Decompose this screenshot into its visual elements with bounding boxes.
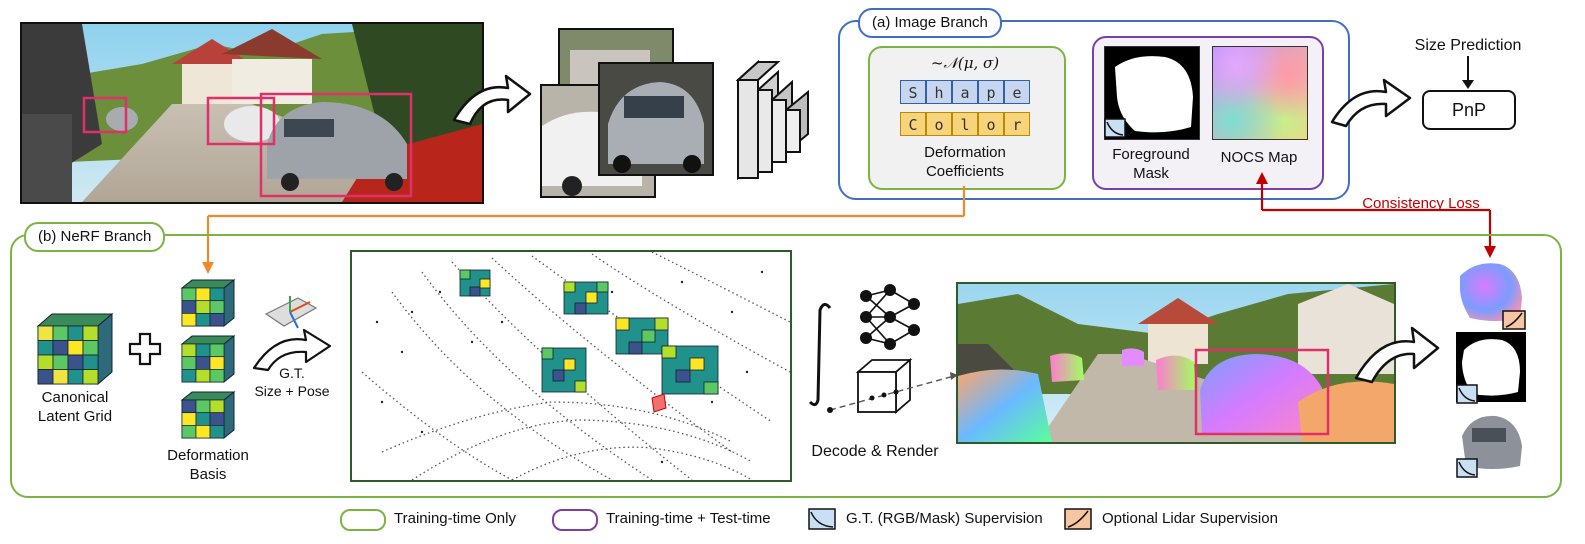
gt-supervision-icon — [1456, 458, 1478, 478]
deformation-basis-cube-icon — [180, 278, 236, 328]
image-branch-label: (a) Image Branch — [858, 8, 1002, 38]
gt-supervision-icon — [1456, 384, 1478, 404]
pnp-box: PnP — [1422, 90, 1516, 130]
down-arrow-icon — [1462, 56, 1474, 89]
supervision-nocs-thumbnail — [1456, 258, 1526, 328]
canonical-label-2: Latent Grid — [37, 408, 113, 425]
deformation-basis-label-1: Deformation — [167, 447, 249, 464]
supervision-rgb-thumbnail — [1456, 406, 1526, 474]
consistency-loss-label: Consistency Loss — [1362, 195, 1480, 212]
decode-render-label: Decode & Render — [811, 443, 939, 460]
color-token: o — [926, 112, 952, 136]
curved-arrow-icon — [1330, 78, 1412, 128]
color-token: o — [978, 112, 1004, 136]
volume-rendering-icon — [827, 358, 958, 414]
legend-swatch-green — [340, 509, 386, 531]
gt-label-2: Size + Pose — [254, 383, 330, 399]
foreground-label-1: Foreground — [1112, 146, 1190, 163]
legend-training-test: Training-time + Test-time — [606, 510, 771, 527]
nocs-map-image — [1212, 46, 1308, 140]
deformation-basis-cube-icon — [180, 390, 236, 440]
deformation-coefficients-label-1: Deformation — [924, 144, 1006, 161]
legend-swatch-purple — [552, 509, 598, 531]
nerf-branch-label: (b) NeRF Branch — [24, 222, 166, 252]
size-prediction-label: Size Prediction — [1414, 37, 1522, 54]
gt-supervision-icon — [808, 508, 836, 530]
plus-icon — [128, 332, 162, 366]
curved-arrow-icon — [1354, 326, 1440, 384]
gt-supervision-icon — [1104, 118, 1126, 138]
deformation-basis-label-2: Basis — [189, 466, 227, 483]
legend-gt-supervision: G.T. (RGB/Mask) Supervision — [846, 510, 1043, 527]
car-crop-3 — [598, 62, 714, 176]
foreground-label-2: Mask — [1133, 165, 1169, 182]
integral-icon — [808, 303, 832, 407]
shape-token: p — [978, 80, 1004, 104]
shape-token: S — [900, 80, 926, 104]
lidar-supervision-icon — [1502, 310, 1526, 330]
shape-token: h — [926, 80, 952, 104]
legend-training-only: Training-time Only — [394, 510, 516, 527]
color-tokens: C o l o r — [900, 112, 1030, 136]
pose-axes-icon — [264, 296, 318, 329]
canonical-latent-grid-icon — [36, 312, 114, 386]
curved-arrow-icon — [252, 328, 332, 372]
distribution-label: ~𝒩(μ, σ) — [930, 54, 1000, 72]
nocs-map-label: NOCS Map — [1220, 149, 1298, 166]
gt-label-1: G.T. — [279, 365, 305, 381]
consistency-loss-arrow — [1256, 172, 1496, 258]
color-token: C — [900, 112, 926, 136]
legend: Training-time Only Training-time + Test-… — [330, 506, 1330, 532]
curved-arrow-icon — [452, 74, 532, 126]
cnn-encoder-icon — [736, 59, 809, 181]
color-token: r — [1004, 112, 1030, 136]
shape-tokens: S h a p e — [900, 80, 1030, 104]
coefficients-to-basis-arrow — [202, 186, 966, 274]
canonical-label-1: Canonical — [41, 389, 109, 406]
lidar-supervision-icon — [1064, 508, 1092, 530]
rendered-nocs-scene — [956, 282, 1396, 444]
nerf-branch-box — [10, 234, 1562, 498]
color-token: l — [952, 112, 978, 136]
shape-token: e — [1004, 80, 1030, 104]
mlp-network-icon — [860, 284, 920, 350]
deformation-coefficients-label-2: Coefficients — [925, 163, 1005, 180]
legend-lidar-supervision: Optional Lidar Supervision — [1102, 510, 1278, 527]
deformation-basis-cube-icon — [180, 334, 236, 384]
input-street-image — [20, 22, 484, 204]
shape-token: a — [952, 80, 978, 104]
lidar-point-cloud-scene — [350, 250, 792, 482]
